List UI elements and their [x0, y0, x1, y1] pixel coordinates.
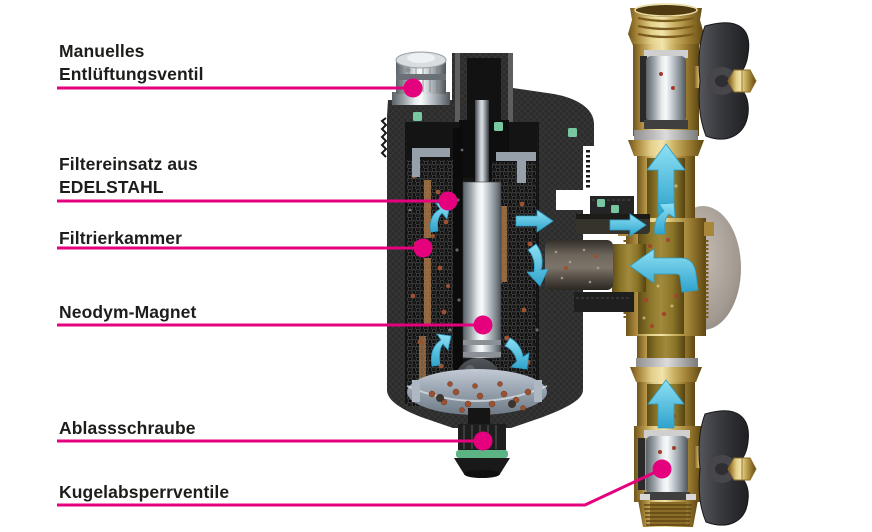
label-line: Kugelabsperrventile [59, 482, 230, 502]
leader-drain-screw [57, 431, 493, 451]
ball-valve-top [633, 44, 717, 136]
leader-dot [652, 459, 672, 479]
leader-lines [57, 78, 672, 507]
oring-markers [413, 112, 619, 213]
valve-handle-bottom [698, 410, 757, 526]
flow-arrow-curved-icon [526, 243, 549, 287]
label-neodym-magnet: Neodym-Magnet [59, 301, 196, 324]
label-line: Filtrierkammer [59, 228, 182, 248]
label-drain-screw: Ablassschraube [59, 417, 196, 440]
flow-arrows [430, 143, 699, 429]
label-manual-vent-valve: Manuelles Entlüftungsventil [59, 40, 204, 86]
flow-arrow-left-icon [629, 248, 699, 293]
label-line: EDELSTAHL [59, 177, 164, 197]
collected-dirt [428, 381, 532, 415]
flow-arrow-right-icon [609, 213, 647, 237]
leader-filter-insert [57, 191, 458, 211]
drain-screw [454, 408, 510, 478]
label-line: Manuelles [59, 41, 145, 61]
flow-arrow-curved-icon [654, 202, 676, 235]
bottom-pipe-connector [638, 494, 698, 527]
leader-dot [413, 238, 433, 258]
leader-dot [438, 191, 458, 211]
leader-neodym-magnet [57, 315, 493, 335]
flow-arrow-curved-icon [430, 202, 451, 233]
leader-manual-vent-valve [57, 78, 423, 98]
insert-clips [412, 148, 536, 183]
flow-arrow-curved-icon [431, 333, 452, 367]
filter-housing [380, 51, 650, 478]
label-line: Ablassschraube [59, 418, 196, 438]
leader-ball-shutoff-valves [57, 459, 672, 507]
flow-arrow-up-icon [647, 379, 685, 429]
flow-arrow-curved-icon [504, 337, 530, 370]
flow-arrow-right-icon [515, 209, 554, 233]
leader-dot [473, 431, 493, 451]
leader-filter-chamber [57, 238, 433, 258]
tee-junction [612, 218, 714, 336]
leader-dot [403, 78, 423, 98]
inlet-port [545, 240, 634, 312]
valve-handle-top [698, 22, 757, 140]
drain-oring [456, 450, 508, 458]
label-ball-shutoff-valves: Kugelabsperrventile [59, 481, 229, 504]
label-line: Filtereinsatz aus [59, 154, 198, 174]
leader-dot [473, 315, 493, 335]
label-line: Neodym-Magnet [59, 302, 197, 322]
label-line: Entlüftungsventil [59, 64, 204, 84]
pipe-assembly [612, 3, 757, 527]
manual-vent-valve [392, 51, 450, 105]
label-filter-insert: Filtereinsatz aus EDELSTAHL [59, 153, 198, 199]
collection-bowl [406, 369, 548, 415]
housing-gap [556, 190, 590, 210]
top-pipe-connector [628, 3, 704, 48]
label-filter-chamber: Filtrierkammer [59, 227, 182, 250]
